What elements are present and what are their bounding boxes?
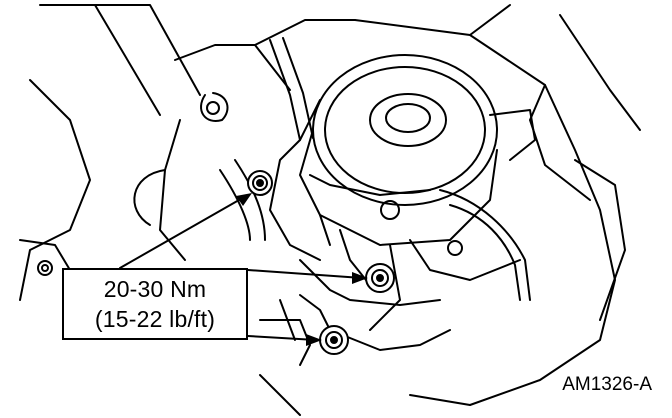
bolt-upper (247, 170, 273, 196)
leader-line-lower (247, 334, 322, 346)
leader-line-middle (247, 269, 368, 284)
housing-outline (19, 4, 641, 416)
bolt-middle (365, 263, 395, 293)
torque-metric: 20-30 Nm (103, 276, 207, 302)
pulley-assembly (269, 54, 536, 331)
torque-callout: 20-30 Nm (15-22 lb/ft) (62, 268, 248, 340)
leader-line-upper (119, 193, 252, 269)
torque-imperial: (15-22 lb/ft) (94, 306, 216, 332)
bolt-lower (319, 325, 349, 355)
mounting-bracket (259, 259, 451, 366)
figure-id: AM1326-A (562, 374, 652, 395)
